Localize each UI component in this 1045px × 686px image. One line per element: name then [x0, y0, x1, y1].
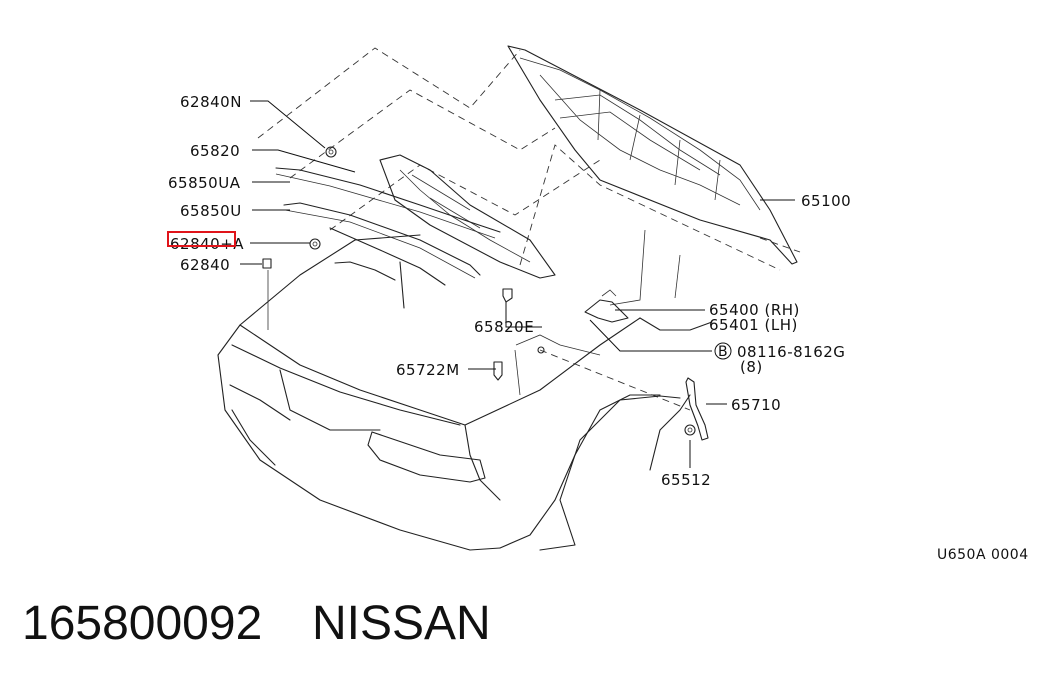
callout-65850ua: 65850UA	[168, 174, 241, 192]
clip-62840n-icon	[325, 146, 337, 158]
clip-62840-icon	[262, 258, 272, 269]
part-number: 165800092	[22, 597, 263, 650]
callout-08116-8162g: 08116-8162G	[737, 343, 845, 361]
hood-panel	[507, 45, 798, 265]
vehicle-front-body	[217, 229, 713, 551]
callout-62840n: 62840N	[180, 93, 242, 111]
leader-lines	[240, 100, 795, 468]
brand-name: NISSAN	[312, 597, 491, 650]
grommet-65512-icon	[684, 424, 696, 436]
callout-65820: 65820	[190, 142, 240, 160]
callout-qty-8: (8)	[740, 358, 763, 376]
callout-65401-lh: 65401 (LH)	[709, 316, 798, 334]
callout-65512: 65512	[661, 471, 711, 489]
diagram-code: U650A 0004	[937, 547, 1029, 563]
callout-65100: 65100	[801, 192, 851, 210]
callout-65400-rh: 65400 (RH)	[709, 301, 800, 319]
small-parts	[262, 146, 709, 441]
callout-labels: 62840N 65820 65850UA 65850U 62840+A 6284…	[168, 93, 851, 489]
hood-insulator	[379, 154, 556, 279]
bolt-icon	[537, 346, 545, 354]
hood-seals	[275, 167, 501, 286]
selected-part-highlight	[167, 231, 236, 247]
callout-62840a: 62840+A	[170, 235, 244, 253]
callout-65820e: 65820E	[474, 318, 534, 336]
bracket-65722m-icon	[493, 361, 503, 381]
latch-65820e-icon	[502, 288, 513, 303]
callout-65850u: 65850U	[180, 202, 242, 220]
dashed-guides	[257, 47, 801, 411]
callout-65722m: 65722M	[396, 361, 460, 379]
clip-62840a-icon	[309, 238, 321, 250]
hood-rod-65710-icon	[685, 377, 709, 441]
hinge-65400-icon	[584, 289, 629, 323]
bolt-b-circle-icon	[714, 342, 732, 360]
callout-65710: 65710	[731, 396, 781, 414]
callout-62840: 62840	[180, 256, 230, 274]
callout-b-symbol: B	[718, 344, 728, 360]
